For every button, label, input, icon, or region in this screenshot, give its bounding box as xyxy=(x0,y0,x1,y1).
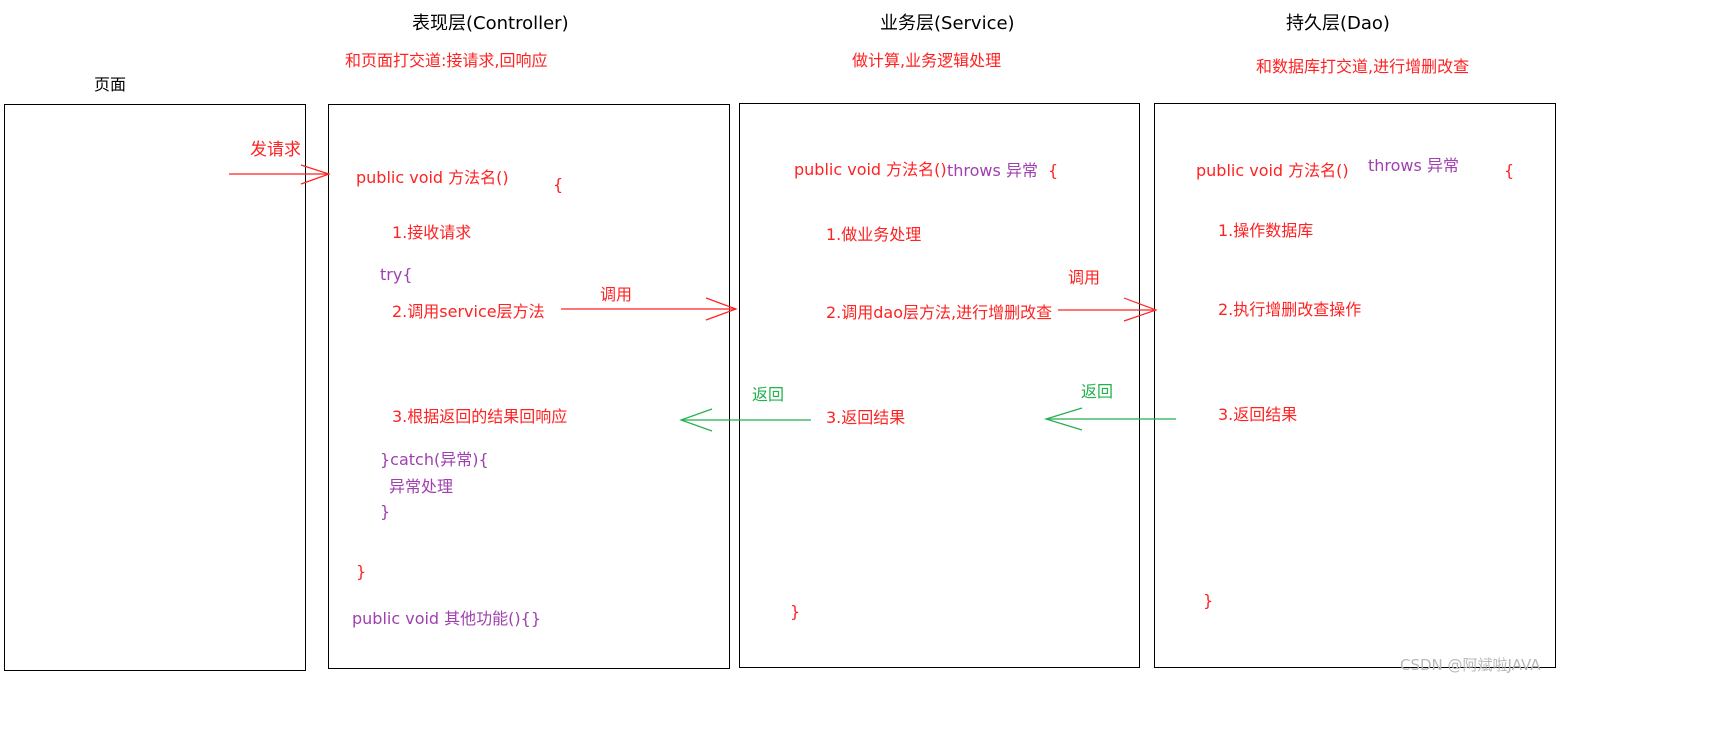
request-arrow-page-to-controller xyxy=(229,164,331,185)
return-label-service-to-controller: 返回 xyxy=(752,385,785,404)
controller-try: try{ xyxy=(380,265,413,284)
controller-close-brace: } xyxy=(356,562,367,581)
controller-other-method: public void 其他功能(){} xyxy=(352,609,542,628)
page-label: 页面 xyxy=(94,75,127,94)
send-request-label: 发请求 xyxy=(250,140,301,160)
controller-catch: }catch(异常){ xyxy=(380,450,489,469)
controller-step1: 1.接收请求 xyxy=(392,223,472,242)
controller-catch-close: } xyxy=(380,502,391,521)
service-step3: 3.返回结果 xyxy=(826,408,906,427)
controller-method-signature: public void 方法名() xyxy=(356,168,509,187)
controller-step2: 2.调用service层方法 xyxy=(392,302,545,321)
call-arrow-service-to-dao xyxy=(1058,297,1158,322)
call-arrow-controller-to-service xyxy=(561,297,738,321)
service-title: 业务层(Service) xyxy=(880,13,1015,34)
service-method-signature: public void 方法名() xyxy=(794,160,947,179)
service-step1: 1.做业务处理 xyxy=(826,225,922,244)
dao-step1: 1.操作数据库 xyxy=(1218,221,1314,240)
watermark: CSDN @阿斌啦JAVA xyxy=(1400,656,1541,674)
call-label-controller-to-service: 调用 xyxy=(600,285,633,304)
dao-step3: 3.返回结果 xyxy=(1218,405,1298,424)
service-desc: 做计算,业务逻辑处理 xyxy=(852,51,1002,70)
service-box xyxy=(739,103,1140,668)
controller-box xyxy=(328,104,730,669)
return-label-dao-to-service: 返回 xyxy=(1081,382,1114,401)
service-step2: 2.调用dao层方法,进行增删改查 xyxy=(826,303,1053,322)
dao-step2: 2.执行增删改查操作 xyxy=(1218,300,1362,319)
dao-desc: 和数据库打交道,进行增删改查 xyxy=(1256,57,1470,76)
controller-title: 表现层(Controller) xyxy=(412,13,569,34)
dao-title: 持久层(Dao) xyxy=(1286,13,1390,34)
controller-step3: 3.根据返回的结果回响应 xyxy=(392,407,568,426)
controller-open-brace: { xyxy=(553,175,564,194)
return-arrow-dao-to-service xyxy=(1043,407,1176,431)
service-throws: throws 异常 xyxy=(947,161,1038,180)
controller-exception-handling: 异常处理 xyxy=(389,477,454,496)
dao-open-brace: { xyxy=(1504,161,1515,180)
call-label-service-to-dao: 调用 xyxy=(1068,268,1101,287)
service-open-brace: { xyxy=(1048,161,1059,180)
controller-desc: 和页面打交道:接请求,回响应 xyxy=(345,51,548,70)
page-box xyxy=(4,104,306,671)
dao-method-signature: public void 方法名() xyxy=(1196,161,1349,180)
dao-box xyxy=(1154,103,1556,668)
dao-throws: throws 异常 xyxy=(1368,156,1459,175)
dao-close-brace: } xyxy=(1203,591,1214,610)
service-close-brace: } xyxy=(790,602,801,621)
return-arrow-service-to-controller xyxy=(679,408,811,432)
